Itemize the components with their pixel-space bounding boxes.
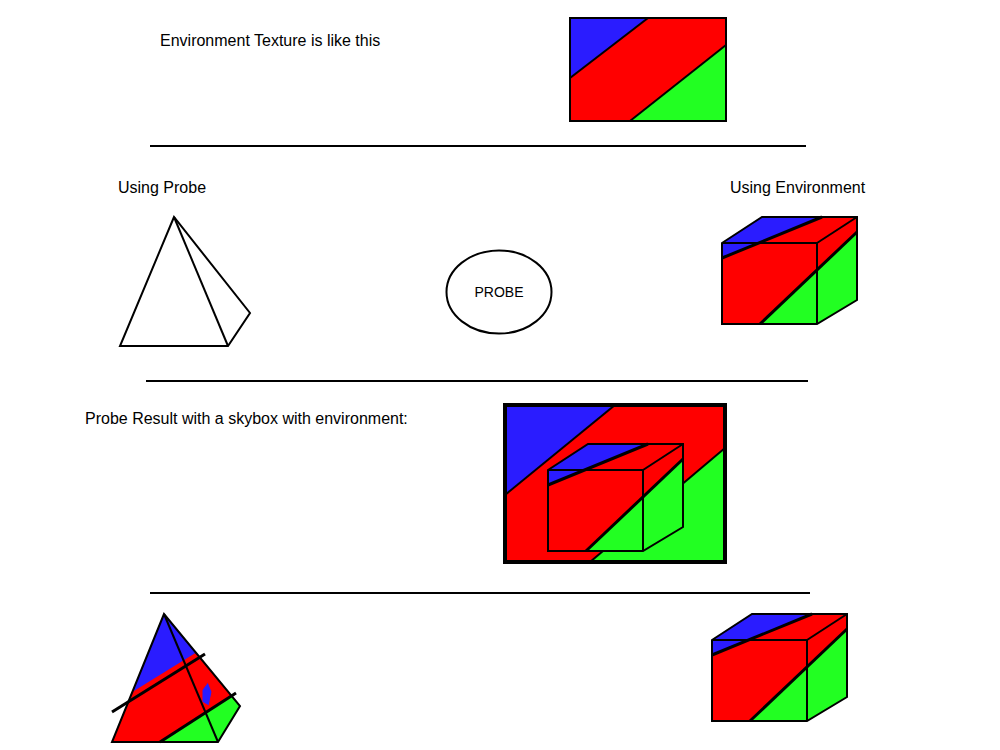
cube-environment — [700, 190, 887, 340]
divider — [150, 592, 810, 594]
cube-environment — [690, 587, 877, 737]
divider — [150, 145, 806, 147]
caption-label: Using Environment — [730, 178, 865, 197]
pyramid-plain — [120, 217, 250, 346]
node-text: PROBE — [474, 284, 523, 300]
environment-texture — [570, 18, 726, 121]
caption-label: Using Probe — [118, 178, 206, 197]
pyramid-reflective — [100, 600, 260, 750]
probe-ellipse: PROBE — [445, 249, 553, 335]
divider — [146, 380, 808, 382]
caption-label: Environment Texture is like this — [160, 31, 380, 50]
probe-result — [505, 405, 725, 562]
caption-label: Probe Result with a skybox with environm… — [85, 409, 408, 428]
